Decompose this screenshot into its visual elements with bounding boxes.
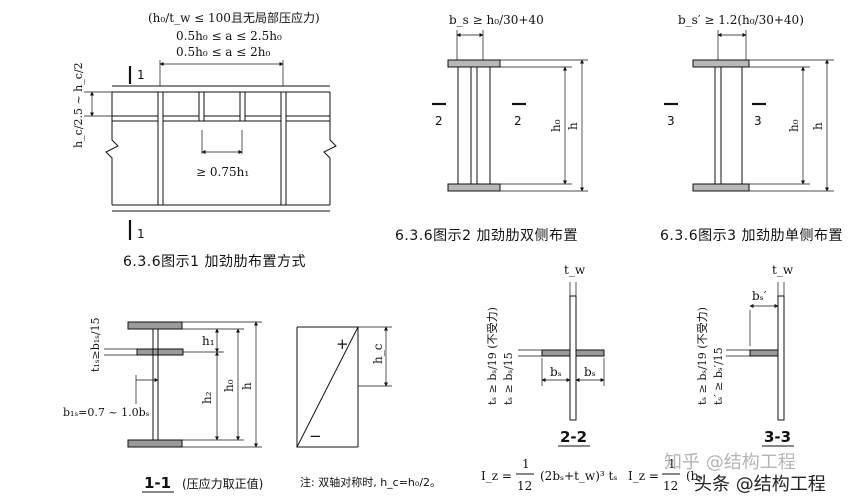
sec22-ts-label-1: tₛ ≥ bₛ/19 (不受力): [486, 307, 499, 405]
section-3-3: t_w tₛ ≥ bₛ/19 (不受力) tₛ′ ≥ bₛ′/15 bₛ′ 3-…: [628, 263, 794, 493]
sec11-note: 注: 双轴对称时, h_c=h₀/2。: [300, 475, 441, 489]
sec33-ts-label-1: tₛ ≥ bₛ/19 (不受力): [696, 307, 709, 405]
fig3-elevation: b_s′ ≥ 1.2(h₀/30+40) 3 3 h₀ h 6.3.6图示3 加…: [660, 13, 843, 244]
fig1-side-dim-label: h_c/2.5 ~ h_c/2: [72, 62, 85, 148]
fig1-break-left: [105, 92, 119, 205]
sec11-b1s-label: b₁ₛ=0.7 ~ 1.0bₛ: [63, 406, 150, 419]
fig1-cut-bottom-label: 1: [137, 227, 145, 241]
fig1-caption: 6.3.6图示1 加劲肋布置方式: [123, 254, 306, 270]
sec33-label: 3-3: [764, 428, 791, 446]
sec11-label-note: (压应力取正值): [182, 476, 263, 491]
sec11-h0-label: h₀: [222, 379, 236, 392]
sec11-h1-label: h₁: [202, 334, 215, 348]
fig1-condition-3: 0.5h₀ ≤ a ≤ 2h₀: [176, 45, 271, 59]
fig2-h0-label: h₀: [549, 119, 563, 132]
sec33-formula-lhs: I_z =: [628, 469, 659, 483]
sec22-ts-label-2: tₛ ≥ bₛ/15: [502, 352, 515, 405]
fig1-condition-1: (h₀/t_w ≤ 100且无局部压应力): [148, 10, 320, 25]
watermarks: 知乎 @结构工程 头条 @结构工程: [664, 452, 826, 495]
fig3-h-label: h: [811, 122, 825, 130]
sec11-label: 1-1: [144, 474, 171, 492]
sec11-plus-sign: +: [336, 335, 349, 353]
fig1-break-right: [323, 92, 337, 205]
sec33-bs-label: bₛ′: [752, 289, 767, 303]
fig2-caption: 6.3.6图示2 加劲肋双侧布置: [395, 228, 578, 244]
fig3-caption: 6.3.6图示3 加劲肋单侧布置: [660, 228, 843, 244]
fig1-elevation: (h₀/t_w ≤ 100且无局部压应力) 0.5h₀ ≤ a ≤ 2.5h₀ …: [72, 10, 337, 270]
sec11-minus-sign: −: [309, 427, 322, 445]
fig2-cut-left: 2: [435, 114, 443, 128]
fig3-cut-left: 3: [667, 114, 675, 128]
sec11-t1s-label: t₁ₛ≥b₁ₛ/15: [89, 317, 102, 372]
sec11-stress-diagram: [296, 326, 359, 448]
sec22-formula-lhs: I_z =: [481, 469, 512, 483]
fig1-condition-2: 0.5h₀ ≤ a ≤ 2.5h₀: [176, 29, 282, 43]
fig1-spacing-label: ≥ 0.75h₁: [196, 165, 249, 179]
sec22-formula-den: 12: [517, 479, 532, 493]
sec11-h-label: h: [240, 382, 254, 390]
fig3-top-dim-label: b_s′ ≥ 1.2(h₀/30+40): [678, 13, 804, 27]
sec11-h2-label: h₂: [200, 391, 214, 404]
sec33-formula-den: 12: [663, 479, 678, 493]
fig1-cut-top-label: 1: [137, 68, 145, 82]
fig2-top-dim-label: b_s ≥ h₀/30+40: [449, 13, 544, 27]
fig2-elevation: b_s ≥ h₀/30+40 2 2 h₀ h 6.3.6图示2 加劲肋双侧布置: [395, 13, 588, 244]
toutiao-watermark: 头条 @结构工程: [694, 474, 826, 495]
fig3-cut-right: 3: [754, 114, 762, 128]
fig2-h-label: h: [566, 122, 580, 130]
sec33-tw-label: t_w: [772, 263, 794, 277]
sec22-formula-rhs: (2bₛ+t_w)³ tₛ: [540, 469, 617, 483]
sec22-tw-label: t_w: [564, 263, 586, 277]
sec33-formula-rhs: (bₛ: [686, 469, 702, 483]
section-1-1: t₁ₛ≥b₁ₛ/15 b₁ₛ=0.7 ~ 1.0bₛ h₁ h₂ h₀ h: [63, 317, 441, 493]
sec22-bs-right: bₛ: [584, 365, 596, 379]
fig2-cut-right: 2: [514, 114, 522, 128]
fig3-h0-label: h₀: [787, 119, 801, 132]
sec22-bs-left: bₛ: [550, 365, 562, 379]
sec22-label: 2-2: [560, 428, 587, 446]
sec33-formula-num: 1: [668, 457, 676, 471]
zhihu-watermark: 知乎 @结构工程: [664, 452, 796, 473]
sec33-ts-label-2: tₛ′ ≥ bₛ′/15: [712, 347, 725, 405]
sec22-formula-num: 1: [522, 457, 530, 471]
sec11-hc-label: h_c: [371, 343, 385, 364]
section-2-2: t_w tₛ ≥ bₛ/19 (不受力) tₛ ≥ bₛ/15 bₛ bₛ 2-…: [481, 263, 617, 493]
